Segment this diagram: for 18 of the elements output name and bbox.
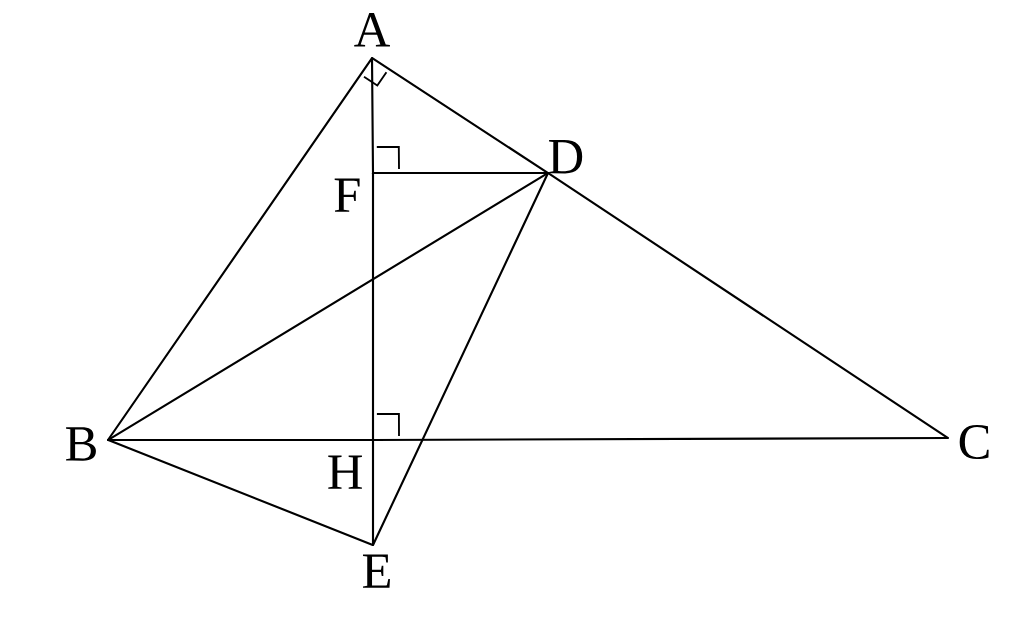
- line-segment: [107, 172, 549, 441]
- point-label: B: [66, 427, 96, 461]
- line-segment: [371, 57, 549, 174]
- line-segment: [371, 439, 375, 546]
- line-segment: [107, 439, 374, 546]
- line-segment: [547, 172, 949, 439]
- point-label: D: [549, 140, 583, 174]
- line-segment: [372, 436, 949, 442]
- point-label: H: [328, 455, 362, 489]
- line-segment: [371, 172, 375, 441]
- point-label: F: [334, 178, 360, 212]
- point-label: C: [959, 425, 989, 460]
- line-segment: [370, 57, 375, 174]
- line-segment: [372, 171, 549, 175]
- point-label: E: [363, 554, 390, 588]
- line-segment: [107, 57, 373, 441]
- line-segment: [372, 172, 549, 546]
- point-label: A: [354, 12, 390, 47]
